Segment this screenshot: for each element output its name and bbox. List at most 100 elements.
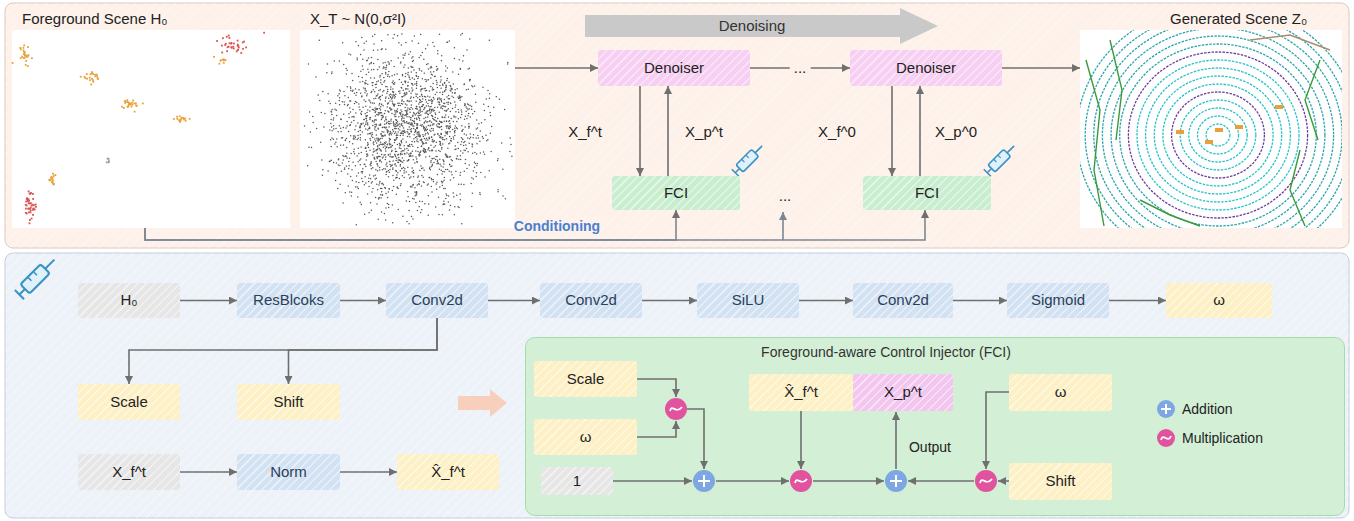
noise-point [395, 131, 397, 133]
noise-point [343, 127, 345, 129]
noise-point [394, 155, 396, 157]
noise-point [376, 138, 378, 140]
noise-point [366, 120, 368, 122]
noise-point [380, 112, 382, 114]
noise-point [372, 125, 374, 127]
noise-point [387, 74, 389, 76]
noise-point [418, 183, 420, 185]
noise-point [372, 109, 374, 111]
noise-point [395, 151, 397, 153]
noise-point [365, 159, 367, 161]
noise-point [381, 133, 383, 135]
noise-point [427, 121, 429, 123]
noise-point [396, 122, 398, 124]
scene-point [126, 99, 128, 101]
noise-point [452, 129, 454, 131]
noise-point [386, 129, 388, 131]
noise-point [471, 106, 473, 108]
noise-point [427, 128, 429, 130]
noise-point [403, 57, 405, 59]
noise-point [342, 42, 344, 44]
noise-point [342, 101, 344, 103]
noise-point [320, 142, 322, 144]
noise-point [358, 188, 360, 190]
noise-point [401, 81, 403, 83]
noise-point [431, 186, 433, 188]
noise-point [378, 139, 380, 141]
noise-point [394, 140, 396, 142]
noise-point [446, 102, 448, 104]
noise-point [449, 40, 451, 42]
noise-point [446, 195, 448, 197]
noise-point [471, 143, 473, 145]
noise-point [389, 138, 391, 140]
noise-point [431, 109, 433, 111]
noise-point [357, 59, 359, 61]
noise-point [345, 192, 347, 194]
noise-point [396, 73, 398, 75]
noise-point [444, 110, 446, 112]
noise-point [359, 202, 361, 204]
scene-point [263, 32, 265, 34]
noise-point [440, 121, 442, 123]
noise-point [406, 152, 408, 154]
noise-point [374, 128, 376, 130]
noise-point [444, 90, 446, 92]
noise-point [431, 100, 433, 102]
noise-point [388, 188, 390, 190]
scene-point [51, 181, 53, 183]
noise-point [424, 138, 426, 140]
noise-point [334, 60, 336, 62]
noise-point [465, 106, 467, 108]
noise-point [409, 144, 411, 146]
noise-point [455, 170, 457, 172]
noise-point [416, 128, 418, 130]
noise-point [399, 90, 401, 92]
noise-point [437, 99, 439, 101]
noise-point [410, 152, 412, 154]
noise-point [484, 119, 486, 121]
noise-point [354, 138, 356, 140]
noise-point [458, 207, 460, 209]
noise-point [383, 147, 385, 149]
noise-point [355, 165, 357, 167]
noise-point [364, 88, 366, 90]
noise-point [396, 138, 398, 140]
noise-point [411, 40, 413, 42]
noise-point [449, 98, 451, 100]
noise-point [391, 94, 393, 96]
noise-point [369, 110, 371, 112]
noise-point [464, 141, 466, 143]
noise-point [410, 155, 412, 157]
noise-point [483, 103, 485, 105]
noise-point [431, 179, 433, 181]
noise-point [370, 161, 372, 163]
noise-point [359, 127, 361, 129]
noise-point [445, 87, 447, 89]
noise-point [487, 90, 489, 92]
noise-point [411, 124, 413, 126]
noise-point [401, 168, 403, 170]
noise-point [456, 127, 458, 129]
noise-point [356, 57, 358, 59]
noise-point [410, 153, 412, 155]
noise-point [387, 61, 389, 63]
noise-point [385, 168, 387, 170]
noise-point [400, 151, 402, 153]
noise-point [374, 126, 376, 128]
noise-point [423, 118, 425, 120]
noise-point [348, 117, 350, 119]
noise-point [379, 160, 381, 162]
noise-point [424, 203, 426, 205]
noise-point [455, 125, 457, 127]
noise-point [445, 198, 447, 200]
noise-point [416, 158, 418, 160]
noise-point [468, 125, 470, 127]
noise-point [404, 122, 406, 124]
noise-point [461, 183, 463, 185]
noise-point [377, 156, 379, 158]
noise-image [300, 30, 515, 228]
noise-point [366, 118, 368, 120]
noise-point [361, 114, 363, 116]
